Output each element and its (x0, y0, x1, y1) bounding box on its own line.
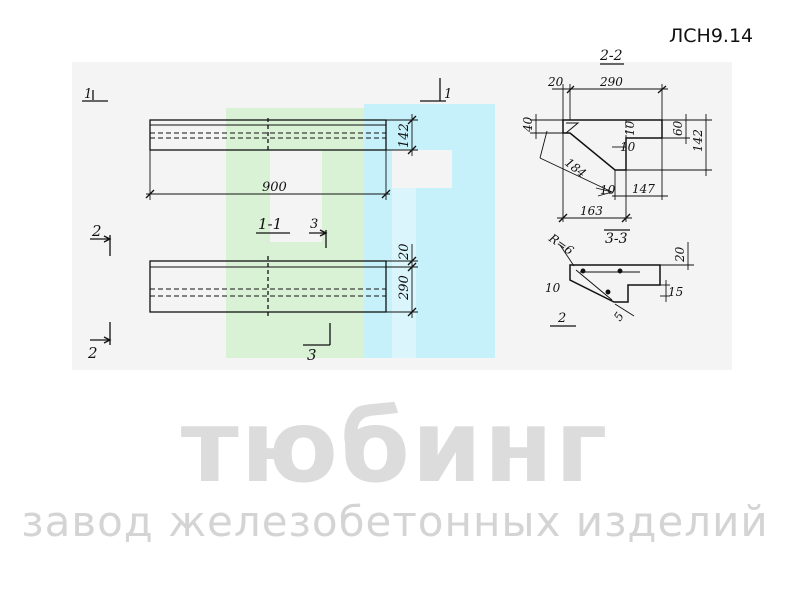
cut-1-left-label: 1 (84, 87, 92, 102)
product-code: ЛСН9.14 (669, 25, 754, 47)
dim-290-label: 290 (397, 275, 412, 301)
watermark-brand: тюбинг (180, 388, 610, 505)
section-1-1-title: 1-1 (258, 215, 282, 233)
dim-2-2-290-label: 290 (599, 75, 623, 89)
section-3-3-title: 3-3 (605, 231, 628, 247)
dim-142-label: 142 (397, 123, 412, 148)
dim-2-2-10c-label: 10 (600, 183, 616, 197)
cut-2-top-label: 2 (91, 222, 102, 240)
section-3-3-view (550, 229, 694, 327)
dim-2-2-40-label: 40 (521, 116, 535, 133)
dim-3-3-10-label: 10 (545, 281, 561, 295)
dim-900-label: 900 (262, 180, 287, 195)
bar-mark-label: 2 (557, 311, 566, 326)
elevation-view (82, 78, 446, 200)
cut-3-bottom-label: 3 (307, 346, 317, 364)
watermark-tagline: завод железобетонных изделий (21, 497, 769, 546)
dim-2-2-163-label: 163 (580, 204, 603, 218)
section-2-2-view (530, 63, 712, 223)
dim-3-3-15-label: 15 (668, 285, 683, 299)
dim-2-2-147-label: 147 (632, 182, 655, 196)
cut-3-top-label: 3 (310, 217, 318, 232)
dim-3-3-20-label: 20 (673, 246, 687, 263)
dim-2-2-20-label: 20 (547, 75, 564, 89)
dim-2-2-142-label: 142 (691, 129, 705, 152)
dim-2-2-10b-label: 10 (620, 140, 636, 154)
dim-2-2-60-label: 60 (671, 120, 685, 136)
dim-2-2-10a-label: 10 (623, 120, 637, 136)
section-2-2-title: 2-2 (599, 48, 623, 64)
cut-1-right-label: 1 (444, 87, 452, 102)
section-1-1-view (90, 229, 418, 346)
dim-20-label: 20 (397, 243, 412, 261)
cut-2-bottom-label: 2 (87, 344, 98, 362)
